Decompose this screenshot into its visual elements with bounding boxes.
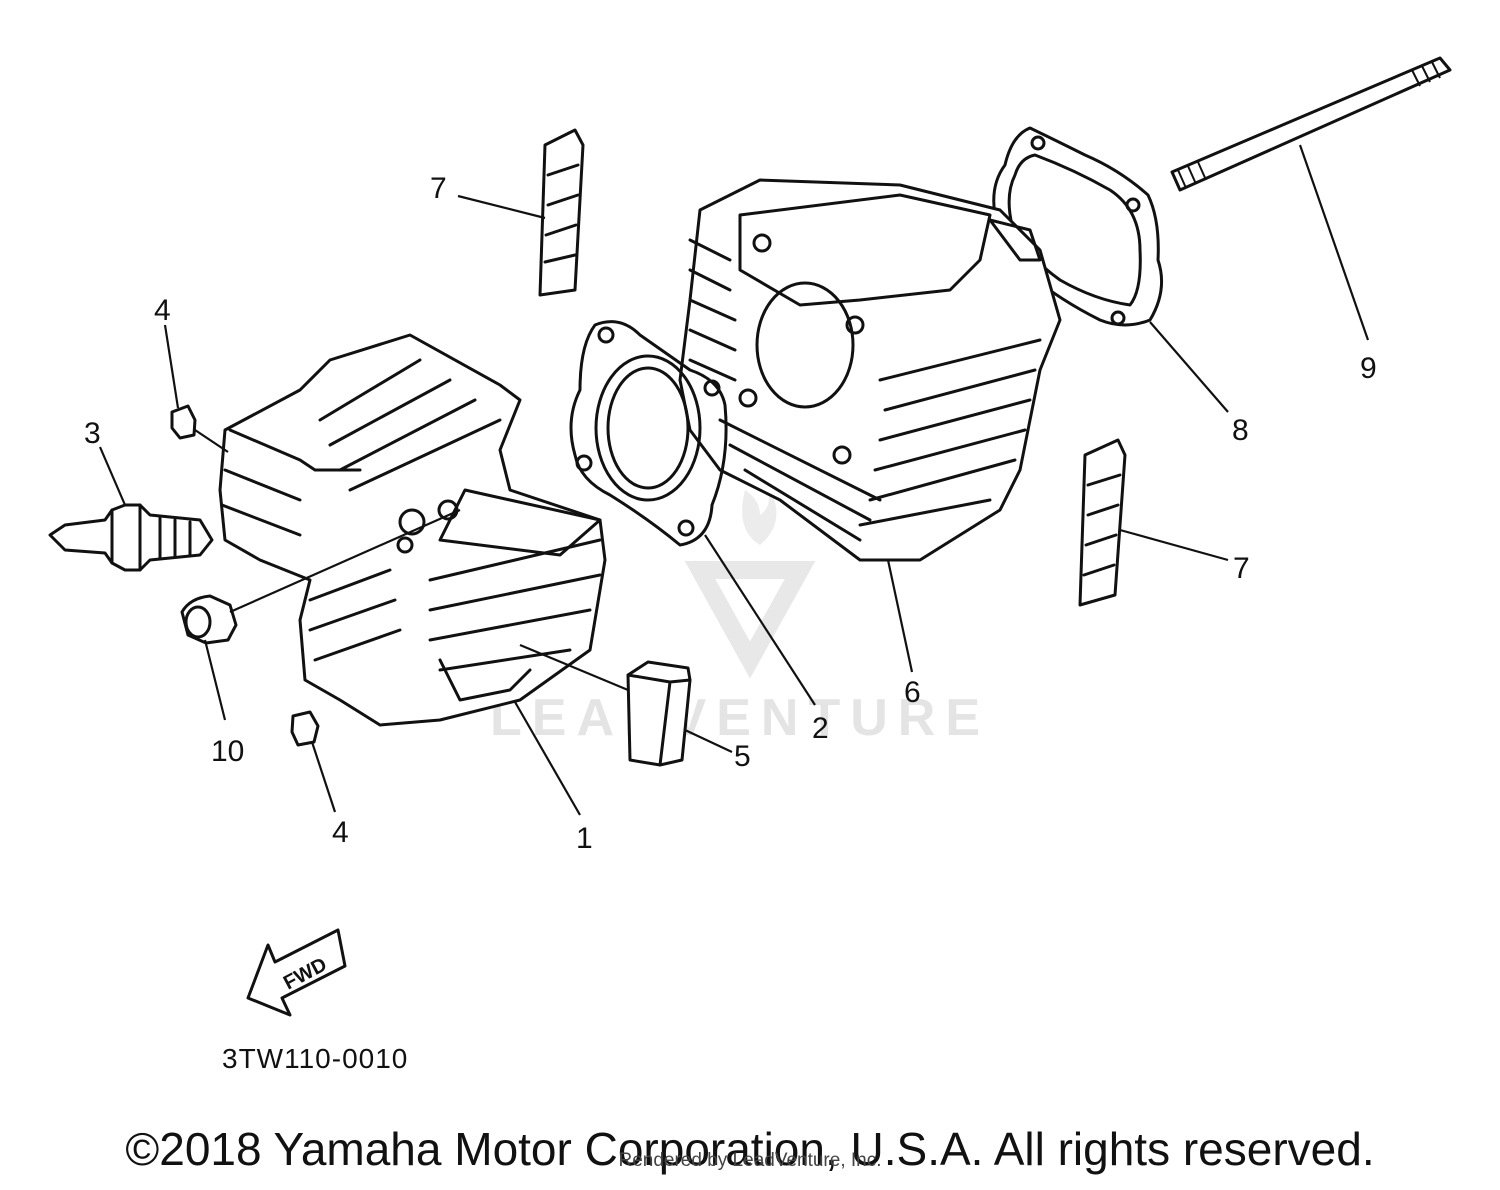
- part-9-stud-bolt: [1170, 56, 1452, 192]
- part-10-cap-nut: [180, 594, 238, 645]
- callout-6: 6: [904, 676, 921, 709]
- callout-9: 9: [1360, 352, 1377, 385]
- callout-4-lower: 4: [332, 816, 349, 849]
- part-5-cover: [626, 660, 692, 767]
- part-4-nut-lower: [290, 710, 320, 747]
- leadventure-watermark: LEADVENTURE: [490, 480, 990, 747]
- leader-lines: [98, 144, 1370, 816]
- callout-1: 1: [576, 822, 593, 855]
- forward-arrow-icon: FWD: [246, 928, 347, 1017]
- diagram-code: 3TW110-0010: [222, 1043, 408, 1074]
- part-4-nut-upper: [170, 404, 197, 440]
- callout-3: 3: [84, 417, 101, 450]
- callout-5: 5: [734, 740, 751, 773]
- part-3-spark-plug: [48, 503, 214, 572]
- rendered-by-note: Rendered by LeadVenture, Inc.: [618, 1150, 882, 1171]
- part-7-damper-lower: [1078, 438, 1127, 607]
- watermark-text: LEADVENTURE: [490, 689, 990, 747]
- copyright-notice: ©2018 Yamaha Motor Corporation, U.S.A. A…: [125, 1123, 1375, 1175]
- callout-labels: 7 4 3 10 4 1 5 2 6 8 9 7: [84, 172, 1377, 855]
- callout-10: 10: [211, 735, 244, 768]
- callout-4-upper: 4: [154, 294, 171, 327]
- part-2-head-gasket: [569, 320, 728, 547]
- part-6-cylinder: [678, 178, 1062, 562]
- callout-2: 2: [812, 712, 829, 745]
- callout-7-upper: 7: [430, 172, 447, 205]
- callout-7-lower: 7: [1233, 552, 1250, 585]
- callout-8: 8: [1232, 414, 1249, 447]
- part-7-damper-upper: [538, 128, 585, 297]
